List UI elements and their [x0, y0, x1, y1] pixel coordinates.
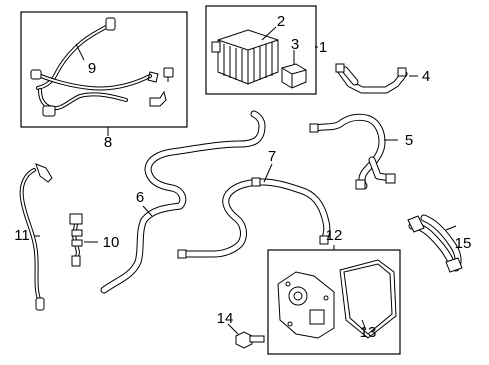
callout-7: 7	[268, 148, 276, 165]
hose-part-6	[100, 110, 266, 294]
wiring-harness-part	[30, 17, 174, 117]
group-box-module	[205, 5, 317, 95]
callout-9: 9	[88, 60, 96, 77]
callout-5: 5	[405, 132, 413, 149]
bolt-part-14	[235, 331, 265, 349]
callouts: 1 2 3 4 5 6 7 8 9 10 11 12 13 14 15	[14, 13, 471, 341]
leader-lines	[34, 26, 457, 335]
callout-3: 3	[291, 36, 299, 53]
control-module-part	[211, 29, 279, 85]
hose-part-15	[407, 214, 463, 273]
callout-8: 8	[104, 134, 112, 151]
callout-4: 4	[422, 68, 430, 85]
callout-14: 14	[217, 310, 234, 327]
group-box-harness	[20, 11, 188, 128]
callout-15: 15	[455, 235, 472, 252]
oxygen-sensor-part-11	[19, 163, 53, 311]
callout-2: 2	[277, 13, 285, 30]
callout-10: 10	[103, 234, 120, 251]
callout-1: 1	[319, 39, 327, 56]
callout-13: 13	[360, 324, 377, 341]
sensor-part	[281, 63, 307, 89]
callout-6: 6	[136, 189, 144, 206]
gasket-part-13	[339, 259, 397, 339]
hose-part-4	[335, 63, 408, 94]
callout-12: 12	[326, 227, 343, 244]
callout-11: 11	[14, 227, 30, 244]
timing-cover-part	[277, 271, 335, 339]
hose-part-5	[309, 113, 396, 190]
sensor-part-10	[69, 213, 83, 267]
hose-part-7	[177, 177, 331, 259]
